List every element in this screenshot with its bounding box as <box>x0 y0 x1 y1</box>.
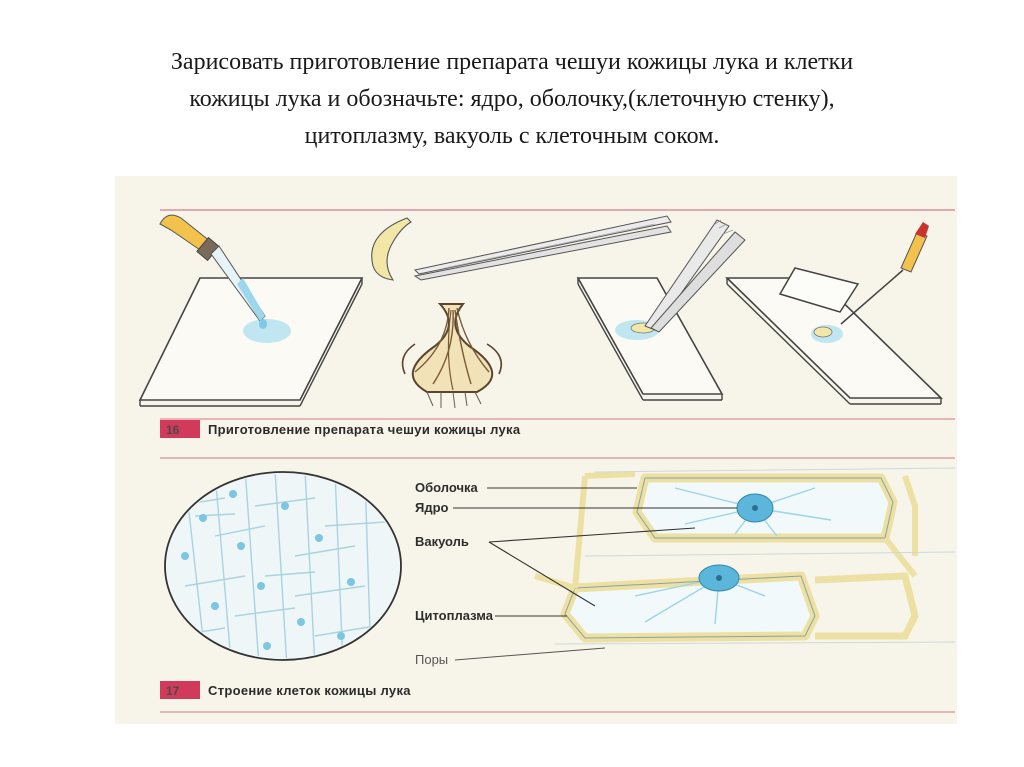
label-vacuole: Вакуоль <box>415 534 469 549</box>
caption17-number-box <box>160 681 200 699</box>
glass-slide-3 <box>725 267 943 405</box>
figure-svg: 16 Приготовление препарата чешуи кожицы … <box>115 176 957 724</box>
tweezers-2 <box>644 219 746 333</box>
textbook-figure: 16 Приготовление препарата чешуи кожицы … <box>115 176 957 724</box>
label-nucleus: Ядро <box>415 500 449 515</box>
glass-slide-1 <box>138 277 364 407</box>
slide-title: Зарисовать приготовление препарата чешуи… <box>60 44 964 155</box>
water-drop-1 <box>243 319 291 343</box>
caption17-text: Строение клеток кожицы лука <box>208 683 411 698</box>
title-line-3: цитоплазму, вакуоль с клеточным соком. <box>304 123 720 149</box>
leader-vacuole-2 <box>488 541 596 607</box>
microscope-view <box>164 471 402 661</box>
caption17-number: 17 <box>166 684 180 698</box>
cover-glass <box>778 267 860 313</box>
label-pores: Поры <box>415 652 448 667</box>
caption16-number-box <box>160 420 200 438</box>
micro-nuclei <box>181 490 355 650</box>
caption16-text: Приготовление препарата чешуи кожицы лук… <box>208 422 521 437</box>
cell-diagram <box>534 467 956 645</box>
onion-scale <box>371 217 412 281</box>
pipette <box>159 214 267 329</box>
leader-vacuole-1 <box>488 527 696 543</box>
onion-bulb <box>401 303 503 409</box>
title-line-1: Зарисовать приготовление препарата чешуи… <box>170 49 854 75</box>
figure17-panel: Оболочка Ядро Вакуоль Цитоплазма Поры 17… <box>160 467 956 713</box>
dissecting-needle <box>840 222 929 325</box>
caption16-number: 16 <box>166 423 180 437</box>
label-membrane: Оболочка <box>415 480 479 495</box>
figure16-panel: 16 Приготовление препарата чешуи кожицы … <box>138 214 955 459</box>
tweezers-1 <box>413 215 672 281</box>
cell-lower <box>560 571 820 643</box>
label-cytoplasm: Цитоплазма <box>415 608 494 623</box>
leader-pores <box>454 647 606 661</box>
title-line-2: кожицы лука и обозначьте: ядро, оболочку… <box>189 86 835 112</box>
